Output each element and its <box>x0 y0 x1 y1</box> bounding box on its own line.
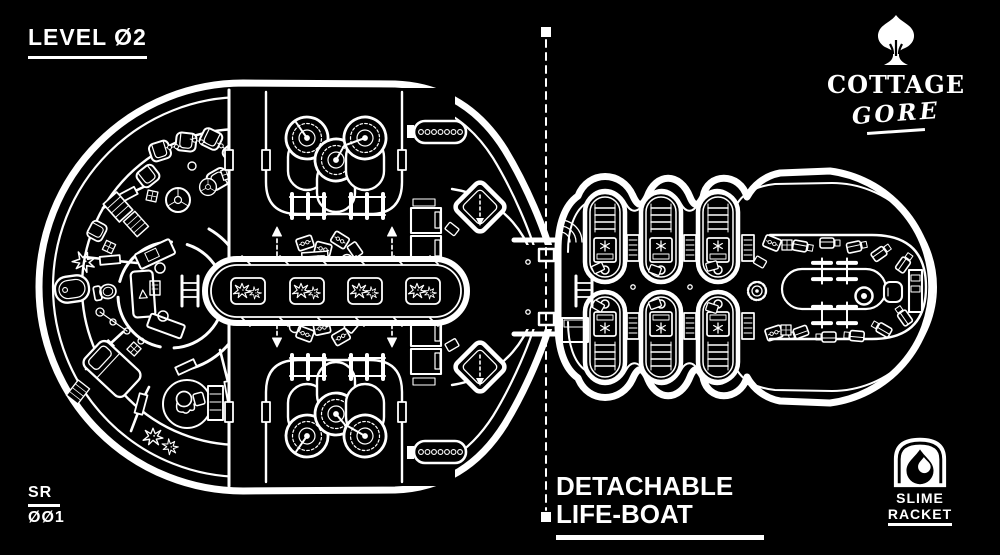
studio-logo-block: SLIME RACKET <box>860 432 980 527</box>
brand-subname: GORE <box>850 96 941 131</box>
serial-code: SR <box>28 484 53 501</box>
droplet-icon <box>893 437 947 488</box>
brand-name: COTTAGE <box>827 70 965 99</box>
annotation-underline <box>556 535 764 541</box>
airlock-room <box>450 180 539 394</box>
level-label-block: LEVEL Ø2 <box>28 24 147 59</box>
annotation-line1: DETACHABLE <box>556 471 734 501</box>
studio-name-line1: SLIME <box>896 490 944 506</box>
serial-block: SR ØØ1 <box>28 484 65 527</box>
detach-divider-line <box>541 27 551 522</box>
studio-name-line2: RACKET <box>887 506 953 527</box>
annotation-line2: LIFE-BOAT <box>556 499 693 530</box>
central-corridor <box>202 255 470 327</box>
lifeboat-interior <box>559 192 928 382</box>
serial-number: ØØ1 <box>28 508 65 526</box>
level-label: LEVEL Ø2 <box>28 24 147 50</box>
lifeboat-annotation: DETACHABLE LIFE-BOAT <box>556 471 764 541</box>
tree-icon <box>877 15 915 65</box>
serial-divider <box>28 504 60 507</box>
brand-block: COTTAGE GORE <box>816 14 976 136</box>
level-underline <box>28 56 147 59</box>
